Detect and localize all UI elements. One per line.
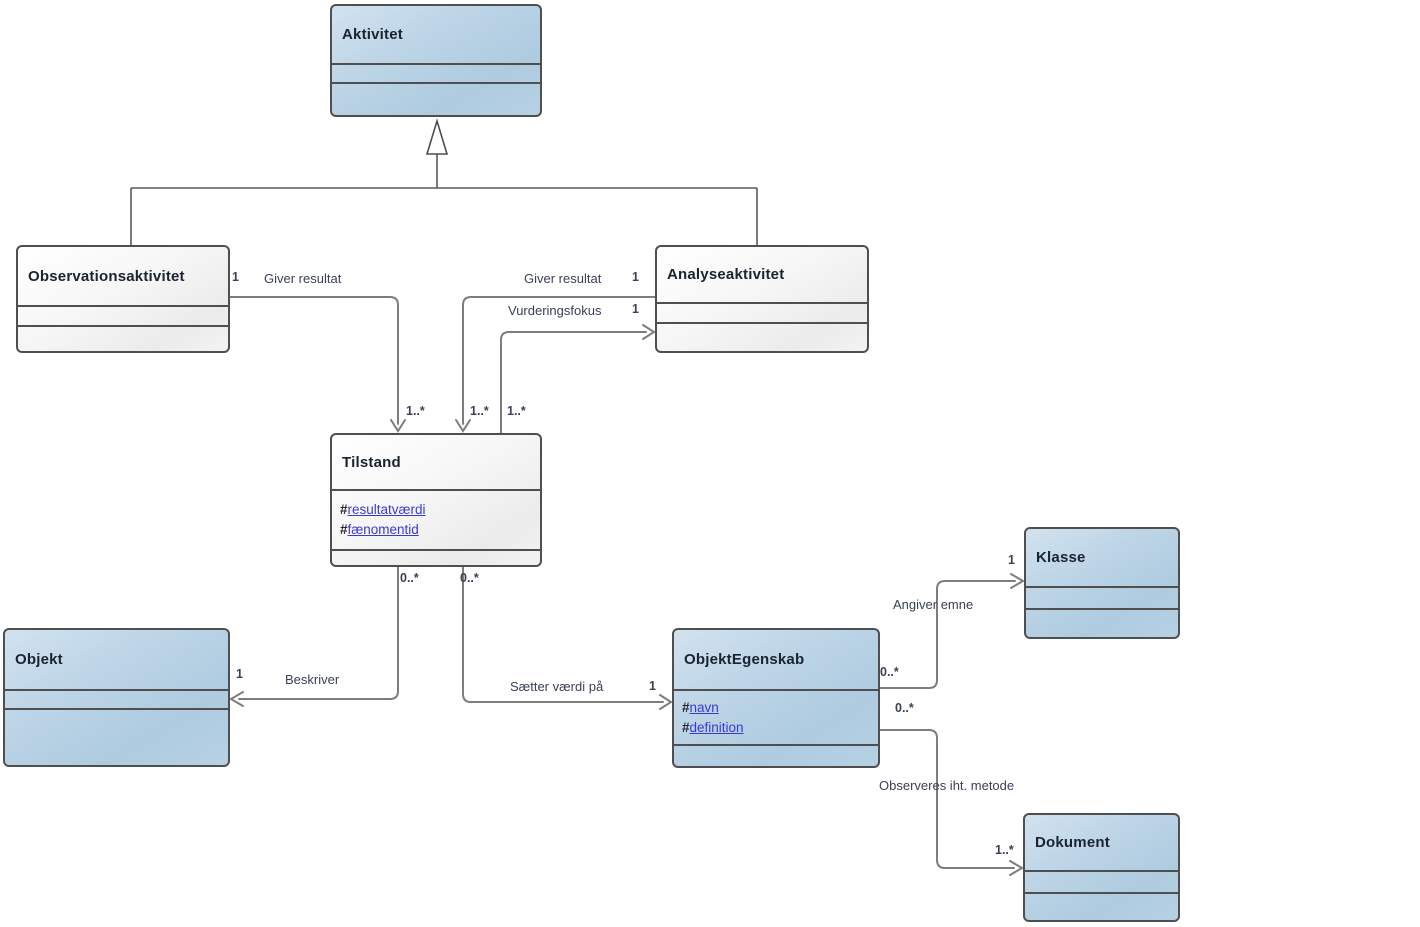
association-saetter-vaerdi-line bbox=[462, 566, 664, 703]
attribute-prefix: # bbox=[682, 719, 690, 735]
attribute-link-resultatvaerdi[interactable]: resultatværdi bbox=[347, 502, 426, 517]
association-vurderingsfokus-line bbox=[500, 331, 647, 434]
association-label-vurderingsfokus: Vurderingsfokus bbox=[508, 303, 602, 318]
title-compartment: Klasse bbox=[1026, 529, 1178, 586]
association-giver-resultat-obs-line bbox=[229, 296, 399, 425]
association-label-angiver-emne: Angiver emne bbox=[893, 597, 974, 612]
generalization-triangle-icon bbox=[425, 118, 449, 155]
attributes-compartment bbox=[657, 302, 867, 322]
attribute-prefix: # bbox=[682, 699, 690, 715]
multiplicity-label: 1 bbox=[649, 679, 656, 693]
attributes-compartment: #navn #definition bbox=[674, 689, 878, 744]
attributes-compartment bbox=[332, 63, 540, 82]
class-analyseaktivitet: Analyseaktivitet bbox=[655, 245, 869, 353]
multiplicity-label: 0..* bbox=[460, 571, 479, 585]
multiplicity-label: 0..* bbox=[400, 571, 419, 585]
attribute-link-faenomentid[interactable]: fænomentid bbox=[347, 522, 419, 537]
multiplicity-label: 0..* bbox=[880, 665, 899, 679]
open-arrowhead-icon bbox=[642, 324, 656, 340]
generalization-connector bbox=[130, 118, 758, 245]
class-title: Objekt bbox=[15, 651, 63, 668]
attributes-compartment: #resultatværdi #fænomentid bbox=[332, 489, 540, 549]
open-arrowhead-icon bbox=[1010, 573, 1025, 589]
attribute-prefix: # bbox=[340, 502, 348, 517]
multiplicity-label: 0..* bbox=[895, 701, 914, 715]
attribute-row: #definition bbox=[682, 719, 744, 737]
attribute-row: #fænomentid bbox=[340, 521, 419, 539]
class-title: Analyseaktivitet bbox=[667, 266, 785, 283]
association-label-saetter-vaerdi: Sætter værdi på bbox=[510, 679, 604, 694]
attribute-prefix: # bbox=[340, 522, 348, 537]
multiplicity-label: 1 bbox=[1008, 553, 1015, 567]
class-aktivitet: Aktivitet bbox=[330, 4, 542, 117]
association-label-observeres: Observeres iht. metode bbox=[879, 778, 1015, 793]
multiplicity-label: 1..* bbox=[406, 404, 425, 418]
multiplicity-label: 1..* bbox=[470, 404, 489, 418]
operations-compartment bbox=[332, 82, 540, 115]
multiplicity-label: 1 bbox=[632, 270, 639, 284]
association-label-beskriver: Beskriver bbox=[285, 672, 340, 687]
association-beskriver-line bbox=[238, 566, 399, 700]
attributes-compartment bbox=[18, 305, 228, 325]
attribute-link-definition[interactable]: definition bbox=[689, 719, 744, 735]
title-compartment: Observationsaktivitet bbox=[18, 247, 228, 305]
operations-compartment bbox=[332, 549, 540, 565]
class-title: Tilstand bbox=[342, 453, 401, 471]
open-arrowhead-icon bbox=[659, 694, 673, 710]
class-title: Observationsaktivitet bbox=[28, 267, 185, 285]
operations-compartment bbox=[1026, 608, 1178, 637]
association-observeres-line bbox=[879, 729, 1015, 869]
open-arrowhead-icon bbox=[229, 691, 244, 707]
class-title: Dokument bbox=[1035, 834, 1110, 851]
class-title: Aktivitet bbox=[342, 26, 403, 43]
open-arrowhead-icon bbox=[390, 419, 406, 433]
class-dokument: Dokument bbox=[1023, 813, 1180, 922]
operations-compartment bbox=[5, 708, 228, 765]
class-objekt: Objekt bbox=[3, 628, 230, 767]
association-angiver-emne-line bbox=[879, 580, 1016, 689]
attribute-link-navn[interactable]: navn bbox=[689, 699, 719, 715]
attributes-compartment bbox=[1025, 870, 1178, 892]
multiplicity-label: 1..* bbox=[995, 843, 1014, 857]
association-label-giver-resultat-analyse: Giver resultat bbox=[524, 271, 602, 286]
title-compartment: Tilstand bbox=[332, 435, 540, 489]
association-giver-resultat-analyse-line bbox=[462, 296, 656, 425]
operations-compartment bbox=[18, 325, 228, 351]
association-label-giver-resultat-obs: Giver resultat bbox=[264, 271, 342, 286]
title-compartment: Dokument bbox=[1025, 815, 1178, 870]
title-compartment: Objekt bbox=[5, 630, 228, 689]
title-compartment: ObjektEgenskab bbox=[674, 630, 878, 689]
multiplicity-label: 1 bbox=[232, 270, 239, 284]
attributes-compartment bbox=[5, 689, 228, 708]
open-arrowhead-icon bbox=[1009, 860, 1024, 876]
attribute-row: #navn bbox=[682, 699, 719, 717]
attribute-row: #resultatværdi bbox=[340, 501, 426, 519]
multiplicity-label: 1..* bbox=[507, 404, 526, 418]
class-tilstand: Tilstand #resultatværdi #fænomentid bbox=[330, 433, 542, 567]
class-title: ObjektEgenskab bbox=[684, 651, 805, 668]
operations-compartment bbox=[674, 744, 878, 766]
title-compartment: Analyseaktivitet bbox=[657, 247, 867, 302]
class-objektegenskab: ObjektEgenskab #navn #definition bbox=[672, 628, 880, 768]
multiplicity-label: 1 bbox=[236, 667, 243, 681]
class-observationsaktivitet: Observationsaktivitet bbox=[16, 245, 230, 353]
class-title: Klasse bbox=[1036, 549, 1086, 566]
class-klasse: Klasse bbox=[1024, 527, 1180, 639]
open-arrowhead-icon bbox=[455, 419, 471, 433]
operations-compartment bbox=[1025, 892, 1178, 920]
operations-compartment bbox=[657, 322, 867, 351]
title-compartment: Aktivitet bbox=[332, 6, 540, 63]
multiplicity-label: 1 bbox=[632, 302, 639, 316]
attributes-compartment bbox=[1026, 586, 1178, 608]
